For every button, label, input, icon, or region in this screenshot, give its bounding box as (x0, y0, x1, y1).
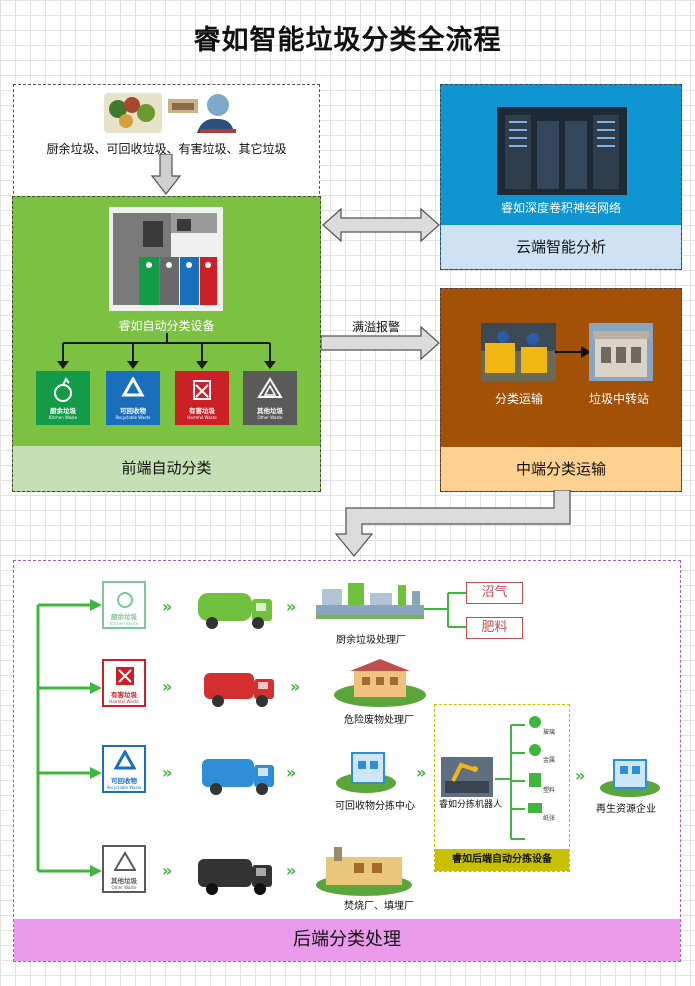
back-bin-other-label: 其他垃圾 (111, 877, 137, 885)
material-branch-lines (495, 716, 542, 840)
other-waste-icon (114, 851, 136, 871)
elbow-arrow-icon (334, 490, 571, 557)
kitchen-waste-icon (54, 377, 72, 402)
material-plastic: 塑料 (543, 787, 556, 794)
bin-harmful-sub: Harmful Waste (187, 415, 217, 420)
server-room-icon (497, 107, 627, 195)
kitchen-plant-icon (316, 583, 424, 619)
bin-kitchen-label: 厨余垃圾 (50, 407, 76, 415)
kitchen-plant-label: 厨余垃圾处理厂 (336, 635, 406, 646)
arrow-right-icon (555, 346, 591, 358)
bin-other-label: 其他垃圾 (257, 407, 283, 415)
front-sorting-panel: 睿如自动分类设备 厨余垃圾 Kitchen Waste 可回收物 Recycla… (12, 196, 321, 492)
recycle-icon (114, 750, 136, 770)
hazardous-plant-icon (334, 659, 426, 707)
back-bin-kitchen-label: 厨余垃圾 (111, 613, 137, 621)
cloud-analysis-panel: 睿如深度卷积神经网络 云端智能分析 (440, 84, 682, 270)
sorting-device-icon (109, 207, 223, 311)
transfer-station-icon (589, 323, 653, 381)
back-bin-other: 其他垃圾 Other Waste (102, 845, 146, 893)
back-bin-recyclable-sub: Recyclable Waste (106, 785, 142, 790)
other-truck-icon (198, 859, 272, 895)
waste-items-icon (104, 93, 236, 133)
recycler-label: 再生资源企业 (596, 804, 656, 815)
chevron-icon: » (162, 677, 172, 696)
distribution-tree (36, 599, 102, 877)
back-bin-kitchen-sub: Kitchen Waste (109, 621, 139, 626)
back-bin-harmful: 有害垃圾 Harmful Waste (102, 659, 146, 707)
chevron-icon: » (416, 763, 426, 782)
bin-recyclable-label: 可回收物 (120, 407, 146, 415)
back-sorting-device-label: 睿如后端自动分拣设备 (435, 849, 569, 871)
kitchen-waste-icon (117, 592, 133, 608)
recycle-icon (121, 377, 145, 397)
sorting-robot-label: 睿如分拣机器人 (439, 800, 503, 810)
chevron-icon: » (162, 763, 172, 782)
back-bin-harmful-sub: Harmful Waste (109, 699, 139, 704)
sorting-robot-icon (441, 757, 493, 797)
bin-harmful-label: 有害垃圾 (189, 407, 215, 415)
back-bin-recyclable: 可回收物 Recyclable Waste (102, 745, 146, 793)
bin-other-sub: Other Waste (257, 415, 283, 420)
harmful-truck-icon (204, 673, 274, 707)
incineration-plant-label: 焚烧厂、填埋厂 (344, 901, 414, 912)
distribution-arrows (57, 333, 276, 369)
chevron-icon: » (286, 763, 296, 782)
chevron-icon: » (162, 597, 172, 616)
bin-kitchen-sub: Kitchen Waste (48, 415, 78, 420)
page-title: 睿如智能垃圾分类全流程 (193, 25, 502, 56)
bin-other: 其他垃圾 Other Waste (243, 371, 297, 425)
transport-photo-icon (481, 323, 556, 381)
cloud-network-label: 睿如深度卷积神经网络 (500, 201, 621, 215)
waste-source-label: 厨余垃圾、可回收垃圾、有害垃圾、其它垃圾 (46, 142, 287, 156)
hazardous-plant-label: 危险废物处理厂 (344, 715, 414, 726)
chevron-icon: » (286, 861, 296, 880)
arrow-right-icon (321, 325, 440, 361)
bin-kitchen-waste: 厨余垃圾 Kitchen Waste (36, 371, 90, 425)
material-paper: 纸张 (543, 815, 556, 822)
mid-transport-panel: 分类运输 垃圾中转站 中端分类运输 (440, 288, 682, 492)
transfer-station-label: 垃圾中转站 (589, 392, 650, 406)
back-sorting-device: 睿如分拣机器人 玻璃 金属 塑料 纸张 睿如后端自动分拣设备 (434, 704, 570, 872)
bin-recyclable-sub: Recyclable Waste (115, 415, 151, 420)
back-processing-footer: 后端分类处理 (14, 919, 680, 961)
incineration-plant-icon (316, 847, 412, 896)
recyclable-truck-icon (202, 759, 274, 795)
transport-label: 分类运输 (495, 392, 544, 406)
output-biogas: 沼气 (466, 582, 523, 604)
back-bin-harmful-label: 有害垃圾 (111, 691, 137, 699)
chevron-icon: » (286, 597, 296, 616)
cloud-analysis-footer: 云端智能分析 (441, 225, 681, 269)
chevron-icon: » (162, 861, 172, 880)
material-metal: 金属 (543, 757, 556, 764)
harmful-waste-icon (116, 667, 134, 685)
output-fertilizer: 肥料 (466, 617, 523, 639)
arrow-down-icon (150, 154, 182, 195)
other-waste-icon (257, 377, 283, 398)
back-bin-other-sub: Other Waste (111, 885, 137, 890)
bin-harmful: 有害垃圾 Harmful Waste (175, 371, 229, 425)
front-sorting-footer: 前端自动分类 (13, 446, 320, 491)
recycling-center-label: 可回收物分拣中心 (335, 801, 415, 812)
back-bin-kitchen: 厨余垃圾 Kitchen Waste (102, 581, 146, 629)
kitchen-truck-icon (198, 593, 272, 629)
sorting-device-label: 睿如自动分类设备 (118, 319, 215, 333)
mid-transport-footer: 中端分类运输 (441, 447, 681, 491)
back-processing-panel: 厨余垃圾 Kitchen Waste » » 厨余垃圾处理厂 沼气 肥料 有害垃… (13, 560, 681, 962)
back-bin-recyclable-label: 可回收物 (111, 777, 137, 785)
recycling-center-icon (336, 752, 396, 793)
recycler-building-icon (600, 759, 660, 797)
bin-recyclable: 可回收物 Recyclable Waste (106, 371, 160, 425)
overflow-alarm-label: 满溢报警 (352, 320, 401, 334)
material-glass: 玻璃 (543, 729, 556, 736)
output-branch-lines (424, 592, 466, 628)
harmful-waste-icon (193, 380, 211, 400)
chevron-icon: » (575, 766, 585, 785)
chevron-icon: » (290, 677, 300, 696)
double-arrow-icon (322, 207, 440, 243)
